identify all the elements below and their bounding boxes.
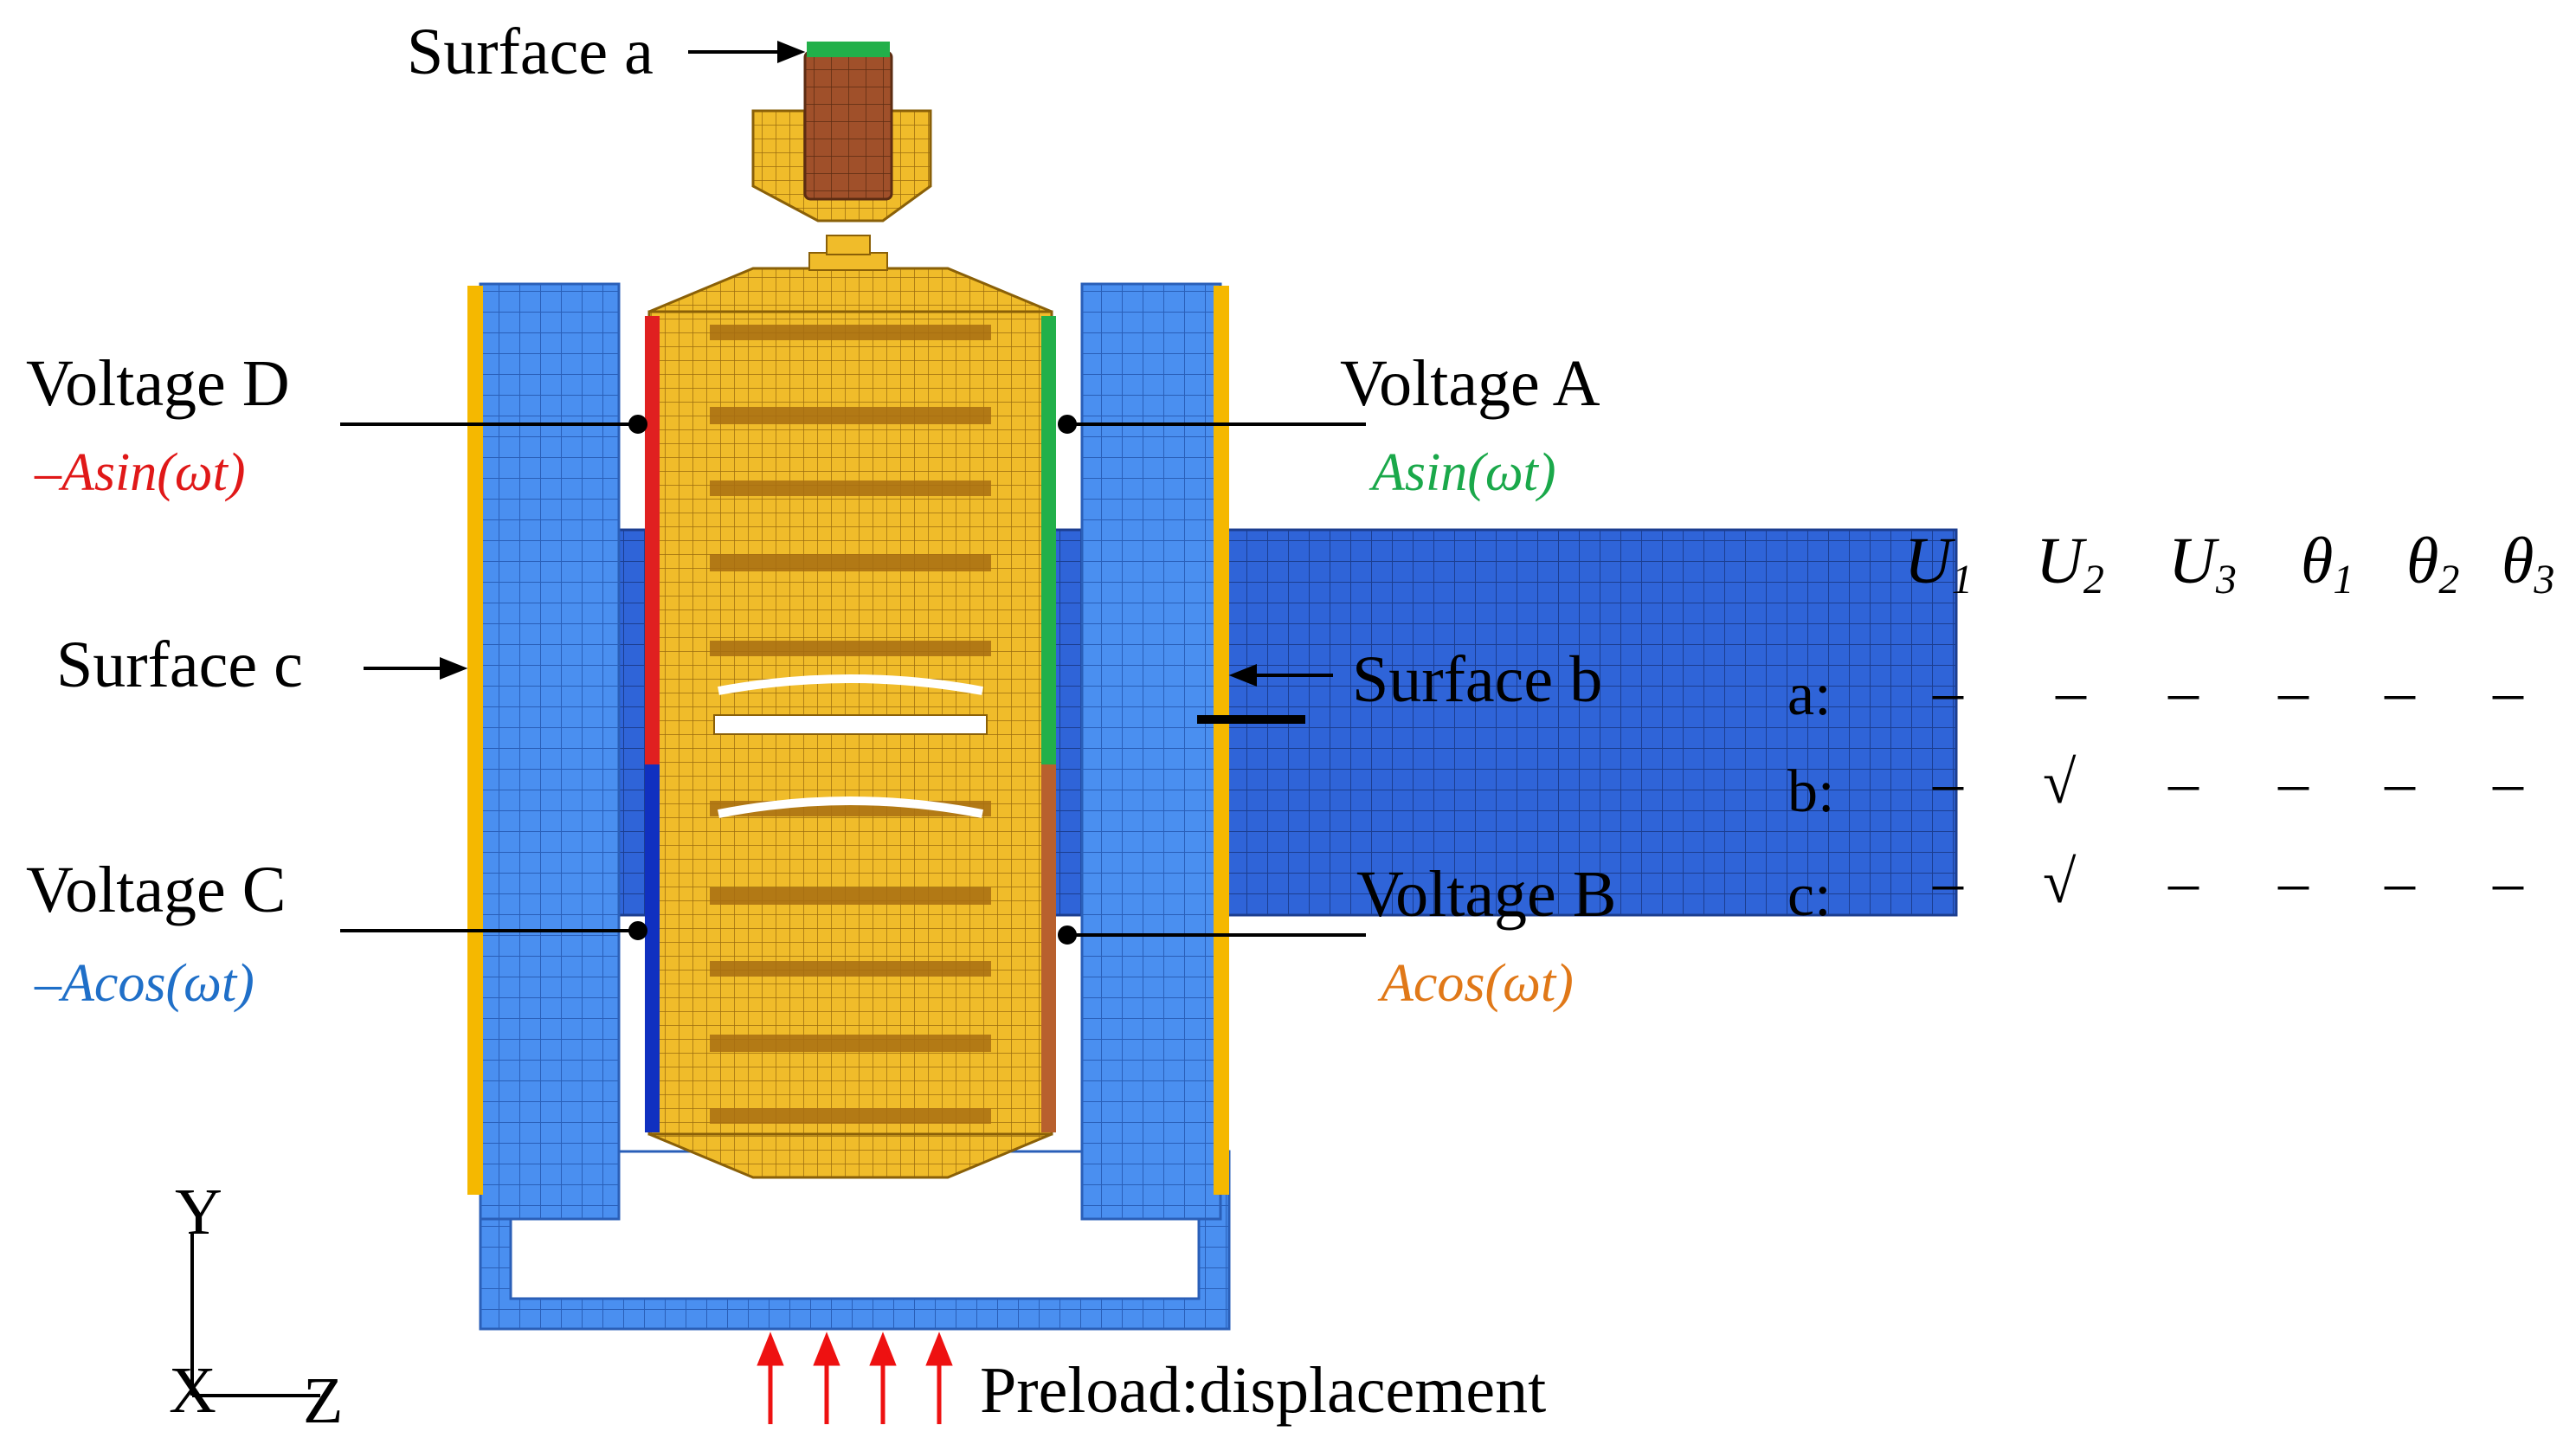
cell-b-u1: –	[1933, 750, 1963, 816]
cell-a-theta1: –	[2278, 659, 2309, 726]
electrode-c	[645, 764, 660, 1132]
table-header-u2: U2	[2036, 525, 2104, 603]
axis-z-label: Z	[303, 1364, 344, 1437]
table-row-a-label: a:	[1787, 661, 1832, 728]
electrode-d	[645, 316, 660, 764]
voltage-d-formula: –Asin(ωt)	[35, 443, 246, 502]
table-header-theta3: θ3	[2502, 525, 2555, 603]
surface-c-strip	[467, 286, 483, 1195]
cell-a-u2: –	[2056, 659, 2086, 726]
cell-c-theta3: –	[2493, 849, 2523, 916]
surface-arrows	[364, 41, 1333, 687]
table-header-u3: U3	[2168, 525, 2237, 603]
surface-b-marker	[1197, 715, 1305, 724]
cell-c-theta2: –	[2385, 849, 2415, 916]
cell-a-u3: –	[2168, 659, 2199, 726]
table-header-theta1: θ1	[2301, 525, 2354, 603]
cell-a-theta3: –	[2493, 659, 2523, 726]
table-header-theta2: θ2	[2406, 525, 2460, 603]
cell-b-theta1: –	[2278, 750, 2309, 816]
electrode-a	[1041, 316, 1056, 764]
voltage-d-label: Voltage D	[26, 347, 290, 420]
surface-c-label: Surface c	[56, 629, 303, 701]
axis-y-label: Y	[175, 1176, 222, 1248]
coordinate-axes	[190, 1234, 320, 1397]
cell-a-theta2: –	[2385, 659, 2415, 726]
cell-c-u2: √	[2043, 849, 2077, 916]
cell-b-theta2: –	[2385, 750, 2415, 816]
voltage-a-formula: Asin(ωt)	[1372, 443, 1556, 502]
voltage-b-formula: Acos(ωt)	[1381, 954, 1574, 1013]
driving-rod	[803, 50, 893, 201]
table-row-b-label: b:	[1787, 758, 1835, 825]
cell-a-u1: –	[1933, 659, 1963, 726]
right-stator	[1080, 282, 1222, 1221]
surface-a-label: Surface a	[407, 16, 654, 88]
rotor-slot	[713, 714, 988, 735]
preload-arrows	[757, 1332, 953, 1424]
cell-c-u3: –	[2168, 849, 2199, 916]
table-header-u1: U1	[1904, 525, 1973, 603]
cell-c-theta1: –	[2278, 849, 2309, 916]
surface-b-strip	[1214, 286, 1229, 1195]
preload-label: Preload:displacement	[980, 1354, 1547, 1427]
voltage-b-label: Voltage B	[1356, 858, 1617, 931]
cell-b-u3: –	[2168, 750, 2199, 816]
cell-b-u2: √	[2043, 750, 2077, 816]
voltage-a-label: Voltage A	[1340, 347, 1600, 420]
leader-lines	[340, 415, 1366, 945]
axis-x-label: X	[169, 1354, 216, 1427]
electrode-b	[1041, 764, 1056, 1132]
voltage-c-label: Voltage C	[26, 854, 287, 926]
voltage-c-formula: –Acos(ωt)	[35, 954, 254, 1013]
cell-c-u1: –	[1933, 849, 1963, 916]
table-row-c-label: c:	[1787, 862, 1832, 929]
surface-a-strip	[807, 42, 890, 57]
surface-b-label: Surface b	[1352, 643, 1603, 716]
cell-b-theta3: –	[2493, 750, 2523, 816]
